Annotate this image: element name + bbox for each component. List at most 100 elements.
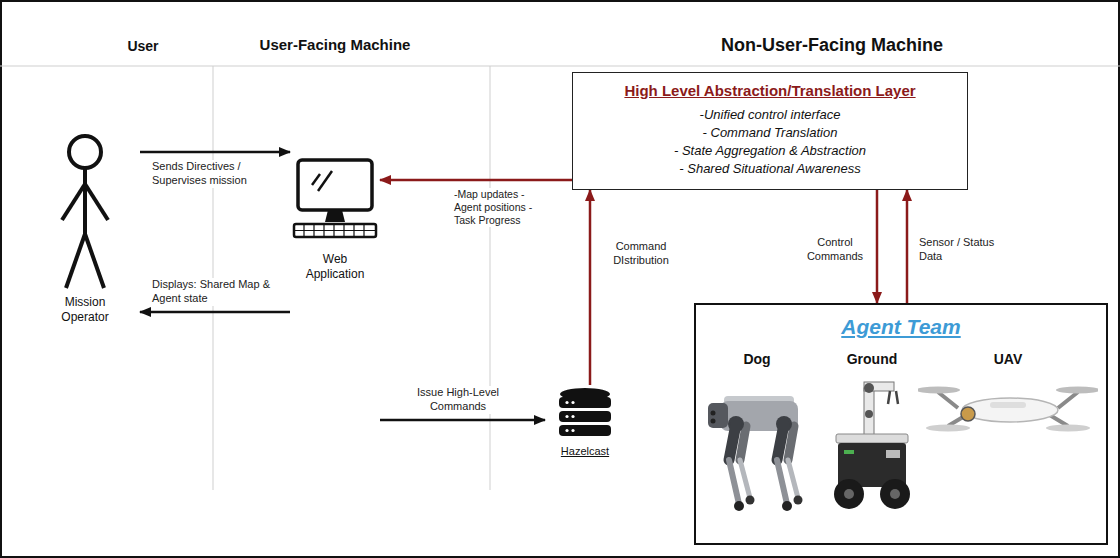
drawing-part — [69, 136, 101, 168]
flow-arrow — [906, 190, 909, 303]
server-node: Hazelcast — [545, 385, 625, 457]
drawing-part — [864, 388, 874, 436]
drawing-part — [85, 234, 104, 288]
lane-divider — [490, 66, 491, 490]
drawing-part — [711, 411, 716, 416]
drawing-part — [312, 174, 320, 185]
node-label: High Level Abstraction/Translation Layer — [583, 81, 957, 100]
drawing-part — [777, 424, 784, 460]
node-label: Dog — [702, 351, 812, 368]
node-label: Web Application — [297, 252, 373, 282]
node-label: Mission Operator — [52, 295, 118, 325]
node-label: Agent Team — [696, 314, 1106, 339]
drawing-part — [961, 407, 975, 421]
drawing-part — [62, 184, 85, 220]
drawing-part — [708, 403, 728, 428]
uav-illustration — [918, 374, 1098, 444]
column-header: User — [108, 38, 178, 54]
drawing-part — [888, 391, 898, 404]
drawing-part — [918, 387, 960, 394]
column-header: Non-User-Facing Machine — [680, 35, 984, 56]
layer-box: High Level Abstraction/Translation Layer… — [572, 72, 968, 190]
drawing-part — [571, 429, 574, 432]
drawing-part — [83, 168, 87, 236]
drawing-part — [565, 429, 568, 432]
application-node: Web Application — [290, 140, 380, 430]
drawing-part — [746, 496, 755, 505]
node-label: Hazelcast — [545, 445, 625, 457]
drawing-part — [938, 392, 1078, 426]
drawing-part — [788, 426, 794, 460]
agent-node: Ground — [828, 351, 916, 541]
drawing-part — [834, 479, 864, 509]
drawing-part — [782, 501, 792, 511]
drawing-part — [571, 401, 574, 404]
drawing-part — [864, 383, 874, 393]
edge-label: -Map updates -Agent positions -Task Prog… — [452, 188, 546, 227]
team-box: Agent TeamDog GroundUAV — [694, 303, 1108, 545]
node-bullet: - Shared Situational Awareness — [583, 160, 957, 178]
agent-node: UAV — [918, 351, 1098, 461]
drawing-part — [777, 460, 787, 504]
edge-label: Sends Directives / Supervises mission — [150, 160, 270, 188]
drawing-part — [729, 460, 739, 504]
drawing-part — [844, 450, 854, 454]
drawing-part — [304, 224, 364, 237]
drawing-part — [794, 496, 803, 505]
edge-label: Command DIstribution — [600, 240, 682, 268]
flow-arrow — [380, 419, 545, 422]
actor-node: Mission Operator — [30, 128, 140, 333]
drawing-part — [926, 425, 970, 432]
drawing-part — [325, 210, 345, 222]
drawing-part — [294, 224, 376, 237]
drawing-part — [85, 184, 108, 220]
flow-arrow — [380, 179, 572, 182]
drawing-part — [880, 479, 910, 509]
drawing-part — [559, 425, 611, 436]
edge-label: Sensor / Status Data — [917, 236, 1011, 264]
edge-label: Issue High-Level Commands — [405, 386, 511, 414]
drawing-part — [734, 501, 744, 511]
drawing-part — [1056, 387, 1098, 394]
drawing-part — [740, 460, 750, 498]
drawing-part — [318, 171, 332, 191]
drawing-part — [711, 419, 716, 424]
drawing-part — [890, 489, 900, 499]
drawing-part — [740, 426, 746, 460]
drawing-part — [990, 402, 1026, 408]
flow-arrow — [876, 190, 879, 303]
flow-arrow — [140, 311, 290, 314]
header-rule — [0, 66, 1120, 67]
drawing-part — [298, 160, 372, 210]
column-header: User-Facing Machine — [240, 36, 430, 53]
node-bullet: - State Aggregation & Abstraction — [583, 142, 957, 160]
drawing-part — [559, 411, 611, 422]
server-icon — [545, 385, 625, 441]
edge-label: Control Commands — [800, 236, 870, 264]
drawing-part — [836, 434, 908, 443]
edge-label: Displays: Shared Map & Agent state — [150, 278, 282, 306]
drawing-part — [865, 410, 873, 418]
drawing-part — [66, 234, 85, 288]
drawing-part — [729, 424, 736, 460]
node-bullet: -Unified control interface — [583, 106, 957, 124]
drawing-part — [565, 415, 568, 418]
drawing-part — [571, 415, 574, 418]
node-bullet: - Command Translation — [583, 124, 957, 142]
person-icon — [30, 128, 140, 293]
drawing-part — [788, 460, 798, 498]
drawing-part — [962, 398, 1058, 422]
drawing-part — [844, 489, 854, 499]
node-label: UAV — [918, 351, 1098, 368]
agent-node: Dog — [702, 351, 812, 541]
computer-icon — [290, 158, 380, 240]
robot-dog-illustration — [702, 374, 812, 524]
flow-arrow — [140, 151, 290, 154]
drawing-part — [559, 397, 611, 408]
drawing-part — [886, 450, 900, 458]
flow-arrow — [589, 190, 592, 385]
ground-robot-illustration — [828, 374, 916, 524]
drawing-part — [1046, 425, 1090, 432]
